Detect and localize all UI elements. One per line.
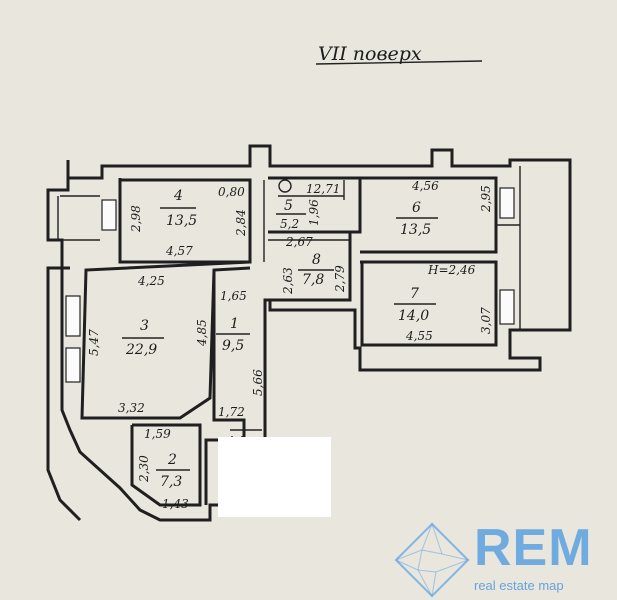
dim-r7-bottom: 4,55 — [405, 329, 433, 343]
room-7-number: 7 — [410, 286, 419, 302]
windows — [65, 187, 515, 383]
dim-r3-top: 4,25 — [137, 274, 165, 288]
dim-r2-left: 2,30 — [137, 455, 151, 483]
window-room-3-a — [65, 295, 81, 337]
room-4-number: 4 — [173, 188, 183, 204]
rem-diamond-icon — [394, 522, 470, 598]
window-room-3-b — [65, 347, 81, 383]
dim-r8-top: 2,67 — [285, 235, 313, 249]
title-underline — [315, 60, 483, 65]
dim-r2-topright: 1,72 — [218, 405, 245, 419]
interior-lines — [230, 166, 521, 470]
dim-r7-height: H=2,46 — [427, 263, 476, 277]
room-8-number: 8 — [312, 252, 321, 268]
dim-r8-left: 2,63 — [281, 267, 295, 295]
dim-r1-top: 1,65 — [220, 289, 247, 303]
room-2-number: 2 — [167, 452, 177, 468]
dim-r2-bottom: 1,43 — [162, 497, 189, 511]
window-room-4 — [101, 199, 117, 231]
window-room-6 — [499, 187, 515, 219]
room-6-area: 13,5 — [400, 222, 431, 238]
room-4-area: 13,5 — [166, 213, 197, 229]
dim-r7-right: 3,07 — [479, 307, 493, 334]
room-5-number: 5 — [284, 198, 293, 214]
room-3-number: 3 — [140, 318, 149, 334]
dim-r3-bottom: 3,32 — [118, 401, 145, 415]
dimension-labels: 2,98 0,80 2,84 4,57 4,25 5,47 4,85 3,32 … — [87, 179, 493, 511]
room-1-number: 1 — [230, 316, 239, 332]
vent-symbol — [278, 179, 292, 193]
dim-r6-right: 2,95 — [479, 185, 493, 213]
logo-wordmark: REM — [474, 519, 593, 577]
room-8-area: 7,8 — [302, 272, 324, 288]
dim-r3-right: 4,85 — [195, 319, 209, 347]
dim-r5-ceiling: 12,71 — [306, 182, 340, 196]
room-3-area: 22,9 — [125, 342, 157, 358]
dim-r3-left: 5,47 — [87, 329, 101, 356]
rem-logo: REM real estate map — [392, 520, 617, 600]
room-5-area: 5,2 — [280, 217, 299, 231]
floor-title: VII поверх — [318, 43, 422, 65]
room-7-area: 14,0 — [398, 308, 429, 324]
dim-r8-right: 2,79 — [333, 265, 347, 293]
dim-r6-top: 4,56 — [411, 179, 439, 193]
dim-r4-right: 2,84 — [234, 209, 248, 237]
blank-patch — [218, 437, 331, 517]
dim-r5-right: 1,96 — [307, 199, 321, 226]
dim-r4-topright: 0,80 — [218, 185, 245, 199]
room-6-number: 6 — [412, 200, 421, 216]
dim-r4-left: 2,98 — [129, 205, 143, 233]
room-2-area: 7,3 — [160, 474, 182, 490]
dim-r1-right: 5,66 — [251, 369, 265, 396]
room-labels: 4 13,5 3 22,9 1 9,5 2 7,3 5 5,2 8 7,8 6 … — [122, 188, 438, 490]
stair-hatch — [57, 195, 100, 241]
dim-r2-topleft: 1,59 — [144, 427, 171, 441]
room-1-area: 9,5 — [222, 338, 244, 354]
logo-tagline: real estate map — [474, 578, 564, 593]
window-room-7 — [499, 289, 515, 325]
dim-r4-bottom: 4,57 — [165, 244, 193, 258]
